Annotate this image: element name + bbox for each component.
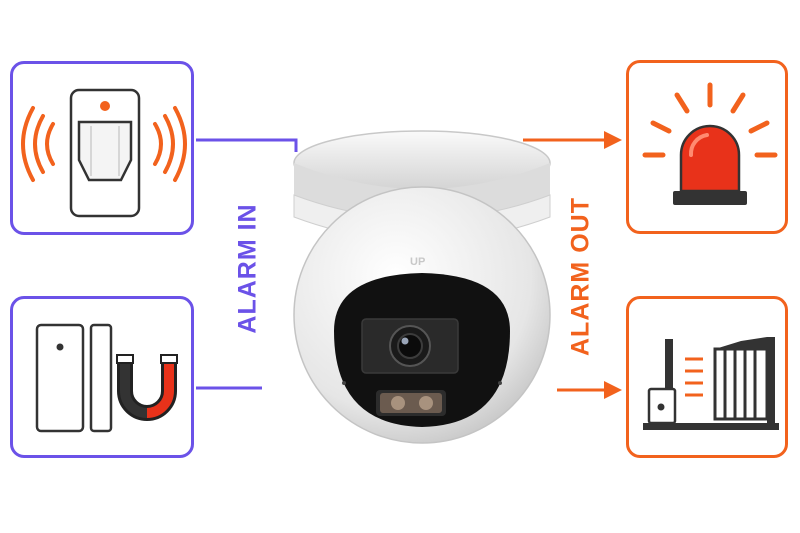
dome-camera-icon: UP (293, 130, 551, 444)
alarm-out-label: ALARM OUT (566, 197, 595, 356)
motion-sensor-box (10, 61, 194, 235)
alarm-in-label: ALARM IN (233, 203, 262, 334)
arrow-head-gate (604, 381, 622, 399)
door-sensor-box (10, 296, 194, 458)
gate-barrier-icon (643, 337, 779, 430)
siren-light-icon (642, 82, 778, 205)
line-motion-to-camera (196, 138, 298, 152)
siren-box (626, 60, 788, 234)
arrow-head-siren (604, 131, 622, 149)
motion-sensor-icon (21, 88, 187, 218)
door-magnet-sensor-icon (35, 323, 178, 433)
gate-box (626, 296, 788, 458)
camera-up-mark: UP (410, 256, 425, 268)
